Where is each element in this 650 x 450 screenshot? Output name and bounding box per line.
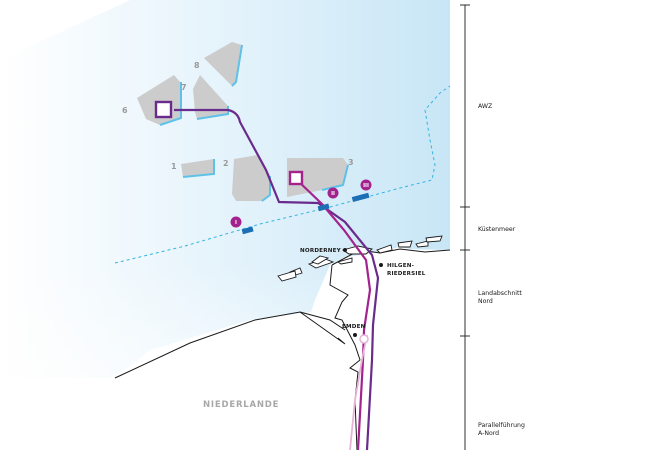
emden-dot [353,333,357,337]
zone-awz: AWZ [478,103,492,110]
platform-6 [154,100,173,119]
zone-landabschnitt-2: Nord [478,298,493,305]
crossing-label-2: II [331,191,335,197]
label-norderney: NORDERNEY [300,248,342,254]
zone-scale [460,4,470,450]
crossing-label-3: III [363,183,369,189]
platform-3 [288,170,304,186]
area-number-7: 7 [181,83,187,92]
norderney-dot [343,248,347,252]
zone-parallel-2: A-Nord [478,430,499,437]
label-hilgenriedersiel-1: HILGEN- [387,263,415,269]
area-number-1: 1 [171,162,177,171]
area-number-2: 2 [223,159,229,168]
area-number-8: 8 [194,61,200,70]
crossing-labels: I II III [230,179,372,228]
emden-marker [359,334,369,344]
hilgenriedersiel-dot [379,263,383,267]
route-existing [349,334,368,450]
wind-areas [137,42,349,202]
area-number-3: 3 [348,158,354,167]
island-2 [376,244,393,254]
island-7 [311,255,330,265]
label-hilgenriedersiel-2: RIEDERSIEL [387,271,426,277]
converter-platforms [154,100,304,186]
area-number-6: 6 [122,106,128,115]
island-3 [397,240,413,248]
wind-area-8 [204,42,242,86]
crossing-markers [241,192,370,235]
label-niederlande: NIEDERLANDE [203,400,279,410]
wind-area-2 [232,155,270,201]
area-numbers: 8 7 6 1 2 3 [122,61,354,171]
wind-area-1 [181,159,214,177]
zone-labels: AWZ Küstenmeer Landabschnitt Nord Parall… [478,103,525,437]
island-10 [336,257,353,265]
label-emden: EMDEN [342,324,366,330]
places: NORDERNEY HILGEN- RIEDERSIEL EMDEN NIEDE… [203,248,426,410]
sea [0,0,450,378]
island-5 [425,235,443,243]
route-purple [174,108,380,450]
zone-landabschnitt-1: Landabschnitt [478,290,522,297]
crossing-label-1: I [235,220,237,226]
zone-parallel-1: Parallelführung [478,422,525,429]
island-4 [415,240,429,248]
zone-kuestenmeer: Küstenmeer [478,226,516,233]
land [110,249,450,450]
island-9 [277,270,297,282]
wind-area-7 [193,75,228,119]
